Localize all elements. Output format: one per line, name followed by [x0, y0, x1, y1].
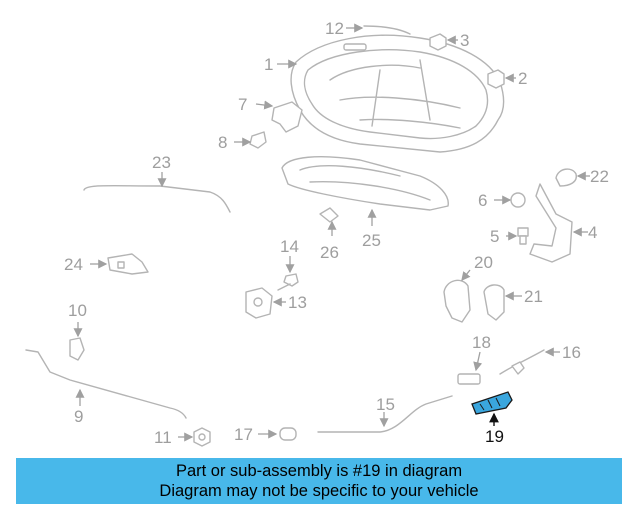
hood-insulator[interactable]	[281, 156, 449, 211]
label-20: 20	[474, 253, 493, 272]
hood-panel[interactable]	[290, 34, 505, 153]
label-19: 19	[485, 427, 504, 446]
label-1: 1	[264, 55, 273, 74]
label-23: 23	[152, 153, 171, 172]
banner-line-1: Part or sub-assembly is #19 in diagram	[175, 462, 463, 480]
label-26: 26	[320, 243, 339, 262]
banner-line-2: Diagram may not be specific to your vehi…	[159, 482, 479, 500]
label-22: 22	[590, 167, 609, 186]
cable-end[interactable]	[499, 349, 545, 375]
label-21: 21	[524, 287, 543, 306]
label-2: 2	[518, 69, 527, 88]
label-3: 3	[460, 31, 469, 50]
label-4: 4	[588, 223, 597, 242]
latch-bolt[interactable]	[277, 273, 299, 291]
bushing[interactable]	[510, 192, 526, 208]
label-12: 12	[325, 19, 344, 38]
label-25: 25	[362, 231, 381, 250]
latch-rod[interactable]	[25, 349, 187, 419]
hood-bumper[interactable]	[429, 33, 447, 51]
label-15: 15	[376, 395, 395, 414]
label-17: 17	[234, 425, 253, 444]
label-10: 10	[68, 301, 87, 320]
cap[interactable]	[555, 168, 577, 187]
bracket[interactable]	[271, 101, 303, 133]
grommet[interactable]	[279, 427, 297, 441]
latch-bracket[interactable]	[107, 253, 149, 275]
insulator-clip[interactable]	[319, 207, 339, 223]
hinge-bolt[interactable]	[517, 227, 529, 245]
release-lever[interactable]	[483, 284, 505, 321]
label-8: 8	[218, 133, 227, 152]
hood-seal[interactable]	[363, 25, 411, 35]
label-5: 5	[490, 227, 499, 246]
label-13: 13	[288, 293, 307, 312]
label-16: 16	[562, 343, 581, 362]
hood-stop[interactable]	[487, 69, 505, 89]
parts-diagram: 1 12 3 2 7 8 22 23 25	[25, 19, 609, 447]
part-19-highlighted[interactable]	[471, 391, 513, 415]
cable-clip[interactable]	[69, 337, 85, 361]
prop-rod[interactable]	[83, 184, 231, 213]
cable-retainer[interactable]	[457, 373, 481, 385]
label-9: 9	[74, 407, 83, 426]
nut[interactable]	[193, 427, 211, 447]
label-18: 18	[472, 333, 491, 352]
label-24: 24	[64, 255, 83, 274]
label-11: 11	[154, 428, 172, 447]
hood-hinge[interactable]	[529, 183, 573, 263]
label-14: 14	[280, 237, 299, 256]
info-banner: Part or sub-assembly is #19 in diagram D…	[16, 458, 622, 504]
release-handle[interactable]	[443, 279, 471, 323]
release-cable[interactable]	[317, 395, 453, 433]
label-7: 7	[238, 95, 247, 114]
hood-latch[interactable]	[245, 287, 273, 319]
label-6: 6	[478, 191, 487, 210]
clip[interactable]	[249, 131, 267, 149]
